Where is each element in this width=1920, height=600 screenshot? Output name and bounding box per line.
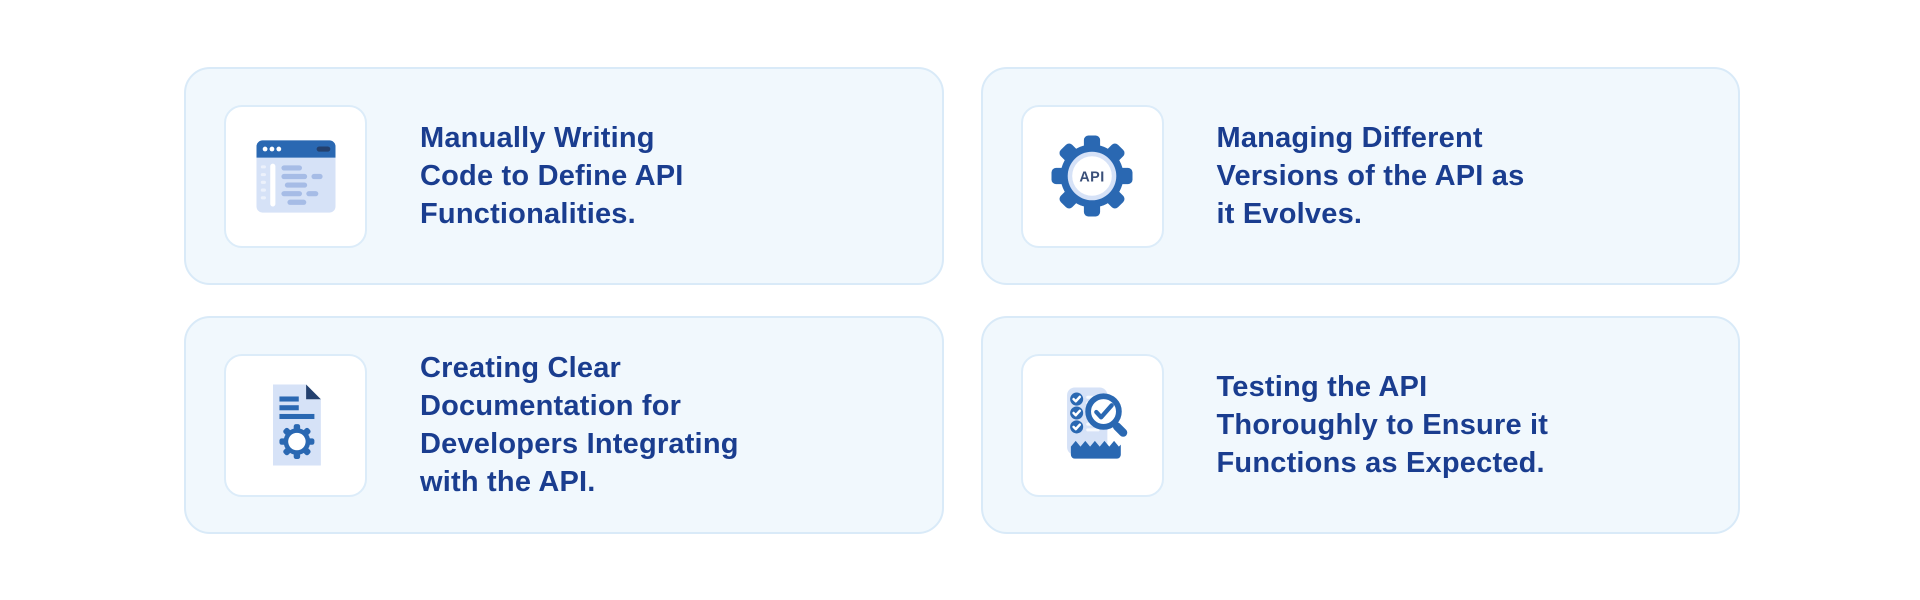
card-testing: Testing the API Thoroughly to Ensure it … <box>980 316 1740 534</box>
cards-grid: Manually Writing Code to Define API Func… <box>184 67 1740 534</box>
browser-code-icon <box>256 139 335 213</box>
icon-box <box>1020 353 1164 497</box>
document-gear-icon <box>272 384 321 466</box>
card-title: Managing Different Versions of the API a… <box>1216 122 1525 230</box>
icon-box <box>224 104 367 248</box>
icon-box <box>224 353 367 497</box>
api-label: API <box>1079 169 1104 185</box>
card-title: Creating Clear Documentation for Develop… <box>420 352 739 498</box>
card-title: Testing the API Thoroughly to Ensure it … <box>1216 371 1549 479</box>
card-title: Manually Writing Code to Define API Func… <box>420 122 684 230</box>
card-documentation: Creating Clear Documentation for Develop… <box>184 316 944 534</box>
testing-checklist-icon <box>1067 387 1128 459</box>
card-manual-coding: Manually Writing Code to Define API Func… <box>184 67 944 285</box>
icon-box: API <box>1020 104 1164 248</box>
card-version-management: API Managing Different Versions of the A… <box>980 67 1740 285</box>
api-gear-icon: API <box>1051 135 1133 217</box>
